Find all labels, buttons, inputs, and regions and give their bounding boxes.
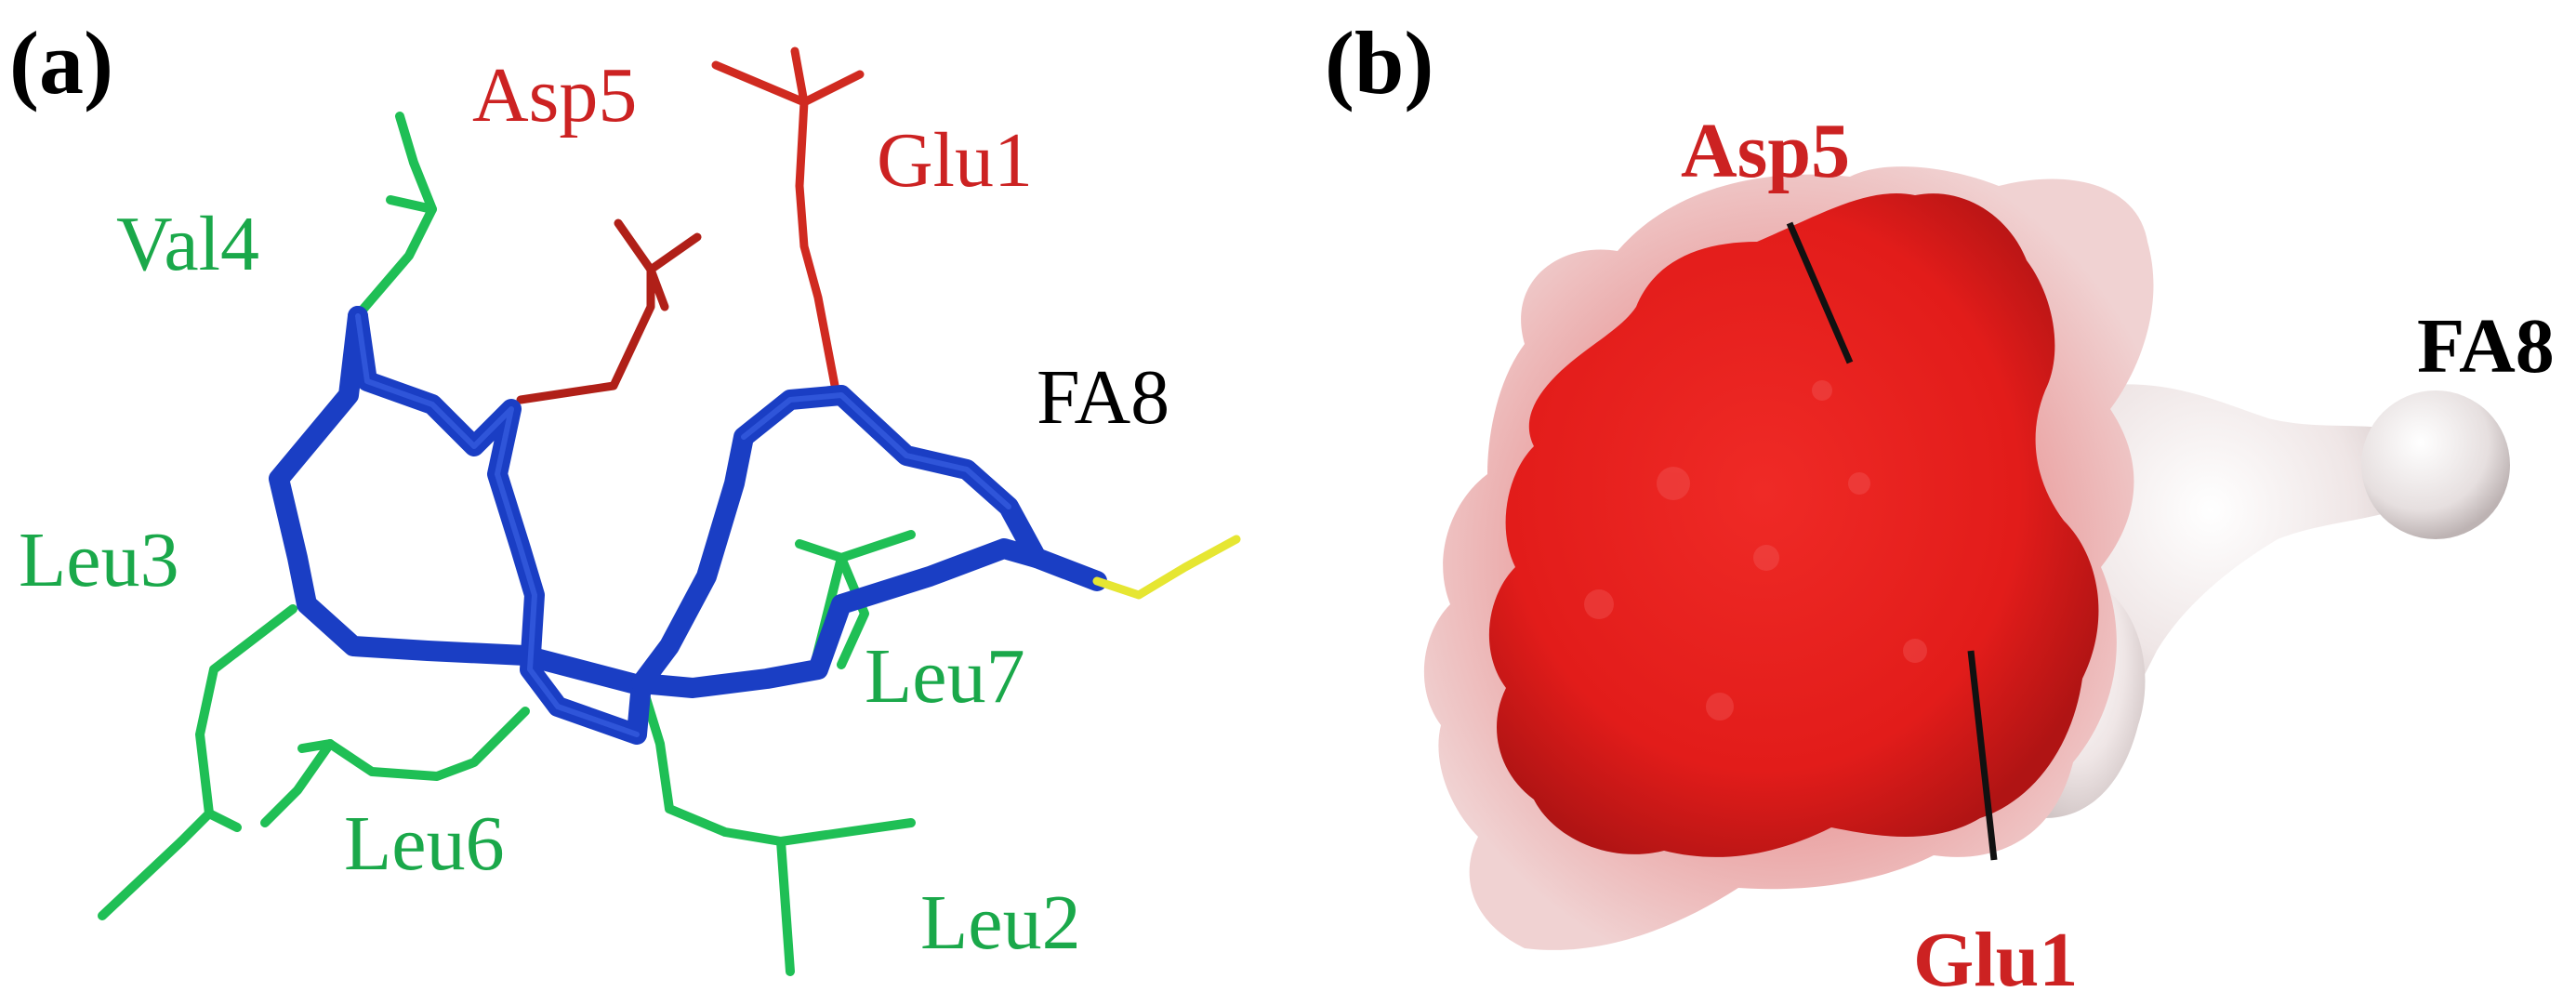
surface-red-core: [1488, 193, 2099, 857]
asp5-label-a: Asp5: [472, 52, 637, 139]
leu7-label-a: Leu7: [865, 633, 1025, 720]
leu2-label-a: Leu2: [920, 879, 1081, 966]
glu1-label-b: Glu1: [1913, 917, 2078, 1003]
fa8-ball: [2361, 390, 2510, 539]
leu6-label-a: Leu6: [344, 800, 505, 887]
fa8-label-a: FA8: [1037, 354, 1169, 441]
panel-b: (b) Asp5 FA8 Glu1: [1325, 13, 2555, 1003]
asp5-label-b: Asp5: [1681, 108, 1850, 194]
glu1-side-chain: [711, 46, 865, 400]
leu6-side-chain: [260, 707, 530, 827]
surface-texture: [1584, 380, 1927, 721]
asp5-leader-line: [1786, 221, 1854, 364]
panel-b-label: (b): [1325, 13, 1433, 112]
asp5-side-chain: [516, 218, 702, 404]
glu1-label-a: Glu1: [877, 117, 1033, 204]
val4-side-chain: [349, 112, 437, 325]
panel-a: (a): [9, 13, 1241, 976]
fa8-chain: [1092, 535, 1241, 600]
glu1-leader-line: [1967, 650, 1998, 861]
panel-a-label: (a): [9, 13, 113, 112]
backbone-highlight: [355, 313, 1011, 737]
leu3-label-a: Leu3: [19, 517, 179, 603]
val4-label-a: Val4: [116, 201, 259, 287]
fa8-tail-surface: [2073, 384, 2417, 744]
fa8-label-b: FA8: [2417, 303, 2555, 390]
leu2-side-chain: [637, 679, 916, 976]
leu3-side-chain: [98, 604, 297, 920]
